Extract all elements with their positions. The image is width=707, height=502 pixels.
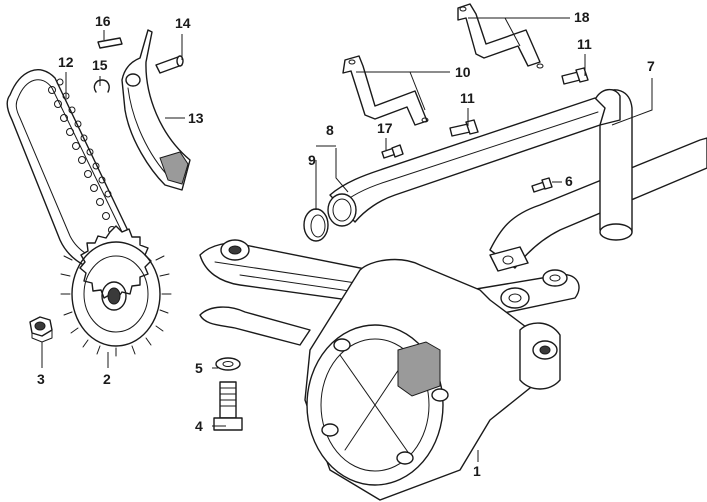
bracket-18 — [457, 3, 544, 69]
callout-2: 2 — [103, 371, 111, 387]
callout-10: 10 — [455, 64, 471, 80]
callout-4: 4 — [195, 418, 203, 434]
oil-pump — [304, 258, 561, 501]
callout-7: 7 — [647, 58, 655, 74]
bolt-17 — [381, 144, 404, 159]
oil-pipe — [489, 89, 707, 269]
small-pin — [97, 37, 123, 49]
callout-9: 9 — [308, 152, 316, 168]
gasket — [303, 208, 329, 242]
bolt-11-lower — [449, 119, 479, 137]
leader-lines — [41, 17, 653, 462]
bolt-11-upper — [561, 67, 589, 85]
callout-6: 6 — [565, 173, 573, 189]
circlip — [93, 79, 110, 93]
callout-5: 5 — [195, 360, 203, 376]
sprocket — [60, 225, 172, 357]
bracket-10 — [342, 55, 429, 126]
callout-11-lower: 11 — [460, 90, 475, 106]
nut — [29, 316, 53, 343]
callout-18: 18 — [574, 9, 590, 25]
callout-15: 15 — [92, 57, 108, 73]
washer — [215, 357, 241, 371]
callout-16: 16 — [95, 13, 111, 29]
bolt-4 — [213, 381, 243, 431]
bolt-6 — [531, 177, 553, 193]
callout-17: 17 — [377, 120, 393, 136]
callout-3: 3 — [37, 371, 45, 387]
pin — [155, 55, 184, 74]
callout-11-upper: 11 — [577, 36, 592, 52]
callout-8: 8 — [326, 122, 334, 138]
tube — [327, 97, 606, 227]
callout-1: 1 — [473, 463, 481, 479]
chain-tensioner — [121, 29, 191, 191]
callout-12: 12 — [58, 54, 74, 70]
callout-13: 13 — [188, 110, 204, 126]
callout-14: 14 — [175, 15, 191, 31]
